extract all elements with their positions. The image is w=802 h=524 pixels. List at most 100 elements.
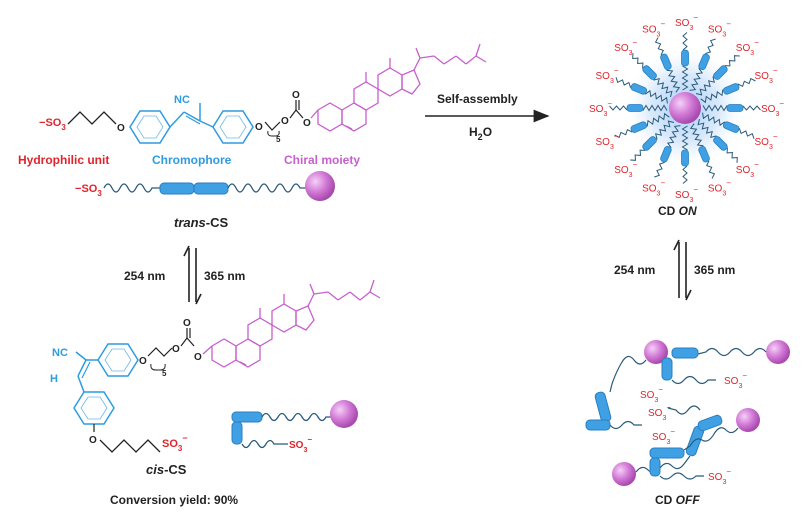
trans-cholesterol	[317, 43, 487, 132]
micelle-chromophore-rod	[681, 49, 689, 67]
micelle-tail	[646, 112, 670, 127]
cis-n5: 5	[162, 369, 167, 378]
micelle-chromophore-rod	[713, 65, 728, 80]
trans-cs-name: trans-CS	[174, 215, 229, 230]
left-254nm: 254 nm	[124, 269, 165, 283]
cis-cholesterol	[211, 279, 381, 368]
hydrophilic-unit-label: Hydrophilic unit	[18, 153, 109, 167]
micelle-outer-tail	[737, 77, 756, 87]
chromophore-label: Chromophore	[152, 153, 232, 167]
micelle-so3-label: SO3−	[596, 66, 619, 85]
micelle-outer-tail	[614, 129, 633, 139]
off-so3-5: SO3−	[652, 427, 675, 446]
cis-o3: O	[183, 318, 191, 329]
self-assembly-label: Self-assembly	[437, 92, 518, 106]
micelle-so3-label: SO3−	[614, 160, 637, 179]
micelle-core	[669, 92, 701, 124]
off-so3-1: SO3−	[640, 385, 663, 404]
micelle-outer-tail	[726, 147, 738, 163]
micelle-chromophore-rod	[722, 83, 740, 95]
trans-cn-label: NC	[174, 94, 190, 106]
left-equilibrium-arrows	[183, 245, 202, 305]
trans-cs-structure: −SO3 O NC O 5 O O O	[39, 43, 487, 144]
micelle-outer-tail	[705, 38, 716, 55]
micelle-outer-tail	[724, 55, 740, 67]
trans-o1: O	[255, 122, 263, 133]
micelle-chromophore-rod	[698, 145, 710, 163]
micelle-so3-label: SO3−	[755, 132, 778, 151]
micelle-tail	[697, 118, 717, 138]
trans-chiral-ball	[305, 171, 335, 201]
micelle-so3-label: SO3−	[708, 20, 731, 39]
micelle-tail	[689, 67, 704, 91]
micelle-tail	[702, 112, 726, 127]
micelle-tail	[655, 120, 675, 140]
cis-cs-name: cis-CS	[146, 462, 187, 477]
cis-cs-structure: NC H O SO3− O 5 O O O	[50, 279, 381, 453]
micelle-chromophore-rod	[642, 65, 657, 80]
micelle-so3-label: SO3−	[736, 160, 759, 179]
micelle-chromophore-rod	[630, 83, 648, 95]
trans-ether-o: O	[117, 123, 125, 134]
micelle-cd-on: SO3− SO3− SO3− SO3− SO3− SO3− SO3− SO3− SO3− SO3−…	[589, 13, 784, 204]
off-so3-3: SO3−	[648, 403, 671, 422]
right-365nm: 365 nm	[694, 263, 735, 277]
micelle-chromophore-rod	[681, 149, 689, 167]
trans-o3: O	[292, 90, 300, 101]
micelle-chromophore-rod	[722, 121, 740, 133]
micelle-tail	[689, 123, 704, 147]
micelle-chromophore-rod	[698, 53, 710, 71]
cis-cn-label: NC	[52, 347, 68, 359]
micelle-so3-label: SO3−	[761, 99, 784, 118]
cis-o4: O	[194, 352, 202, 363]
cis-cs-cartoon: SO3−	[231, 400, 358, 454]
micelle-tail	[642, 104, 668, 112]
trans-cartoon-so3: −SO3	[75, 183, 102, 198]
micelle-tail	[700, 89, 724, 104]
disassembled-cd-off: SO3− SO3− SO3− SO3− SO3−	[585, 340, 790, 486]
micelle-tail	[681, 65, 689, 91]
right-equilibrium-arrows	[673, 239, 692, 301]
cis-so3-label: SO3−	[162, 433, 188, 453]
off-so3-4: SO3−	[708, 467, 731, 486]
cis-h-label: H	[50, 373, 58, 385]
micelle-outer-tail	[682, 165, 688, 184]
off-so3-2: SO3−	[724, 371, 747, 390]
micelle-outer-tail	[615, 77, 632, 88]
micelle-so3-label: SO3−	[736, 38, 759, 57]
micelle-outer-tail	[682, 32, 688, 51]
micelle-outer-tail	[654, 161, 665, 178]
left-365nm: 365 nm	[204, 269, 245, 283]
micelle-chromophore-rod	[726, 104, 744, 112]
micelle-so3-label: SO3−	[675, 13, 698, 32]
trans-cs-cartoon: −SO3	[75, 171, 335, 201]
micelle-so3-label: SO3−	[642, 20, 665, 39]
micelle-tail	[666, 125, 681, 149]
micelle-so3-label: SO3−	[596, 132, 619, 151]
micelle-chromophore-rod	[713, 136, 728, 151]
conversion-yield: Conversion yield: 90%	[110, 493, 238, 507]
micelle-so3-label: SO3−	[675, 185, 698, 204]
micelle-tail	[681, 125, 689, 151]
cis-cartoon-so3: SO3−	[289, 435, 312, 454]
trans-n5: 5	[276, 135, 281, 144]
micelle-chromophore-rod	[642, 136, 657, 151]
micelle-tail	[653, 78, 673, 98]
micelle-outer-tail	[706, 160, 716, 179]
micelle-so3-label: SO3−	[614, 38, 637, 57]
water-label: H2O	[469, 125, 492, 142]
micelle-outer-tail	[632, 53, 644, 69]
micelle-tail	[666, 69, 681, 93]
right-254nm: 254 nm	[614, 263, 655, 277]
trans-so3-label: −SO3	[39, 117, 66, 132]
cd-on-label: CD ON	[658, 204, 697, 218]
micelle-chromophore-rod	[630, 121, 648, 133]
micelle-chromophore-rod	[660, 53, 672, 71]
cis-o2: O	[172, 344, 180, 355]
micelle-tail	[644, 89, 668, 104]
cis-ether-o2: O	[89, 435, 97, 446]
micelle-so3-label: SO3−	[589, 99, 612, 118]
cd-off-label: CD OFF	[655, 493, 700, 507]
